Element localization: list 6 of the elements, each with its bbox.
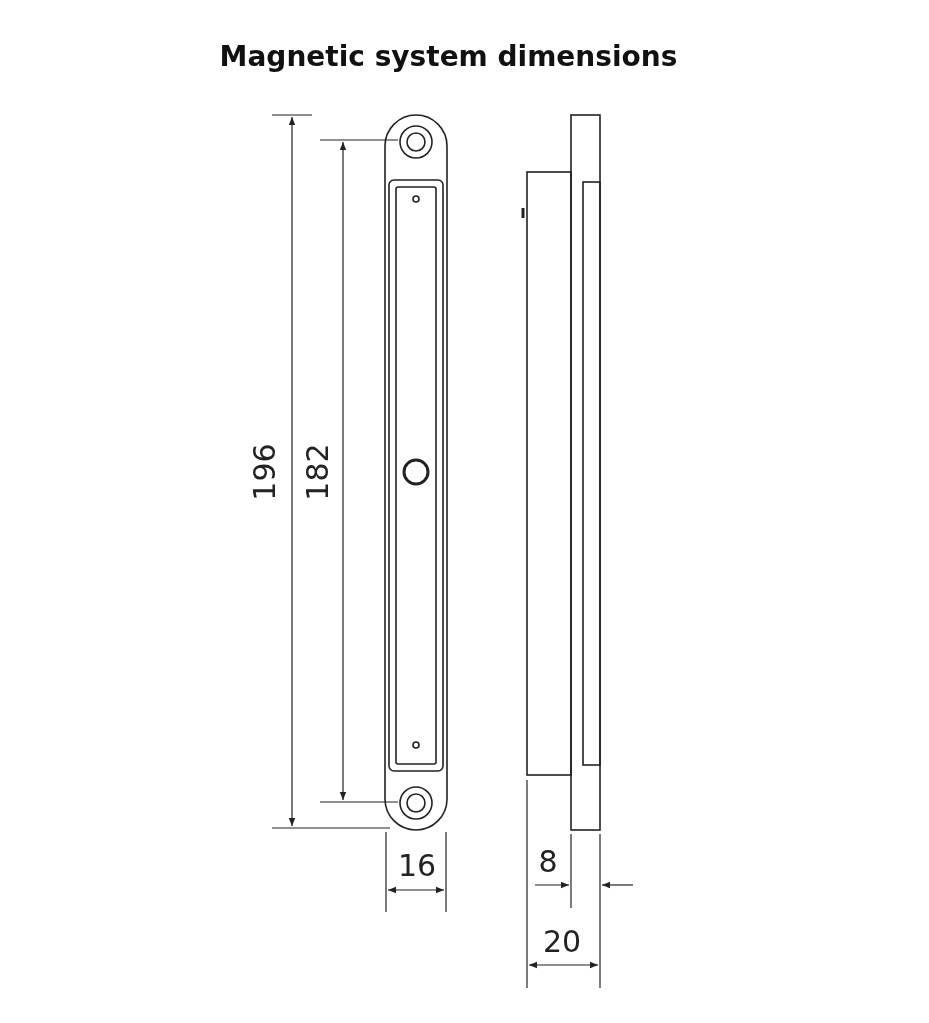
dimension-label: 20 xyxy=(542,927,582,957)
diagram-title: Magnetic system dimensions xyxy=(218,40,679,73)
dimension-label: 16 xyxy=(397,851,437,881)
dimension-label: 182 xyxy=(303,443,333,501)
dimension-label: 196 xyxy=(250,443,280,501)
dimension-label: 8 xyxy=(538,847,558,877)
